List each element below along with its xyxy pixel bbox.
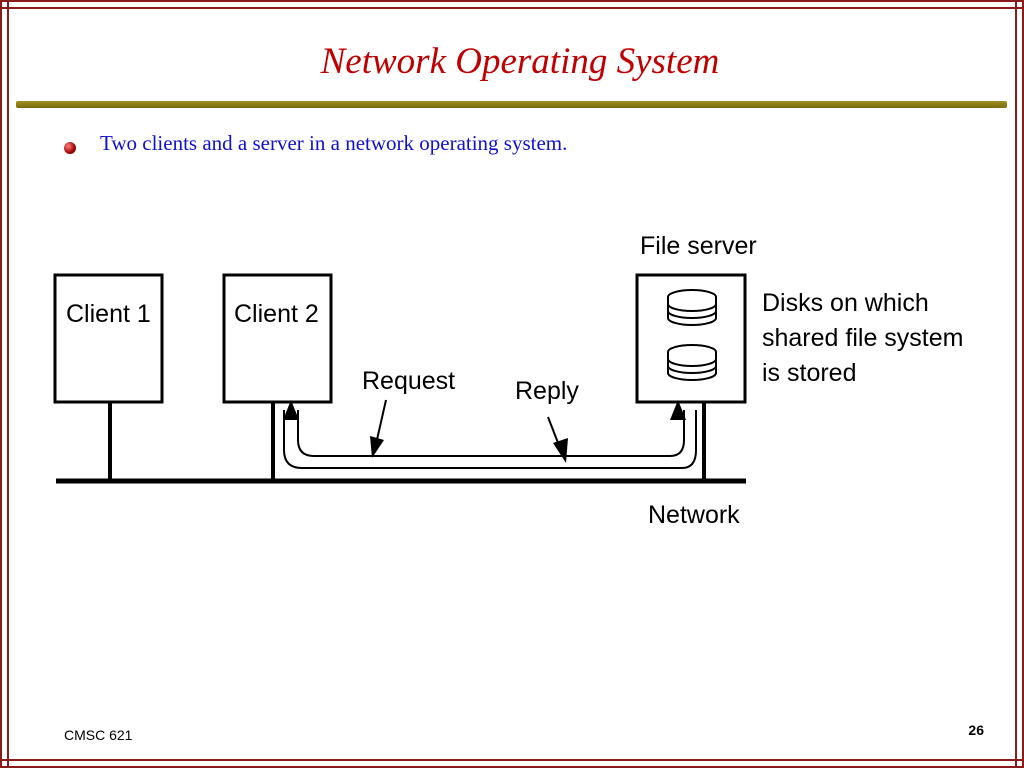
request-pointer-line: [375, 399, 387, 445]
slide-frame-left: [0, 0, 9, 768]
disks-note-line-1: Disks on which: [762, 289, 929, 317]
bullet-icon: [64, 142, 76, 154]
disks-note-line-3: is stored: [762, 359, 856, 387]
reply-label: Reply: [515, 377, 579, 405]
request-arrow-head-client: [283, 400, 299, 420]
network-label: Network: [648, 501, 740, 529]
request-reply-channel-outer: [283, 410, 697, 469]
client1-box: [53, 273, 164, 404]
reply-pointer-head: [553, 438, 568, 463]
disk-icon-bottom: [667, 344, 717, 381]
file-server-label: File server: [640, 232, 757, 260]
title-underline-rule: [16, 101, 1007, 108]
disk-icon-top: [667, 289, 717, 326]
client2-label: Client 2: [234, 300, 319, 328]
slide-frame-right: [1015, 0, 1024, 768]
bullet-text: Two clients and a server in a network op…: [100, 131, 568, 155]
disks-note-line-2: shared file system: [762, 324, 963, 352]
reply-arrow-head-server: [670, 400, 686, 420]
request-reply-channel-inner: [297, 410, 685, 457]
slide-title: Network Operating System: [320, 41, 720, 82]
client2-box: [222, 273, 333, 404]
slide-frame-top: [0, 0, 1024, 9]
page-number: 26: [968, 722, 984, 738]
client1-label: Client 1: [66, 300, 151, 328]
request-label: Request: [362, 367, 455, 395]
slide-frame-bottom: [0, 759, 1024, 768]
request-pointer-head: [370, 436, 384, 458]
footer-course: CMSC 621: [64, 727, 133, 743]
